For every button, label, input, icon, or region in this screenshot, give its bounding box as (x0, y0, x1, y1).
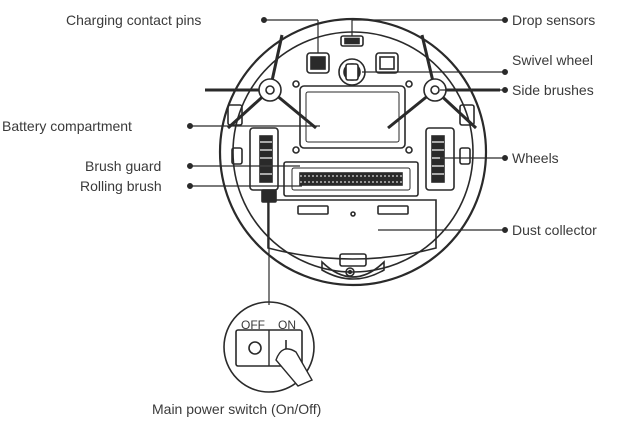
dust-collector (267, 199, 437, 260)
label-drop-sensors: Drop sensors (512, 12, 596, 28)
label-swivel-wheel: Swivel wheel (512, 52, 593, 68)
robot-body (218, 17, 488, 287)
label-side-brushes: Side brushes (512, 82, 594, 98)
label-rolling-brush: Rolling brush (80, 178, 162, 194)
switch-off-label: OFF (241, 318, 265, 332)
switch-on-label: ON (278, 318, 296, 332)
leader-lines (187, 17, 509, 305)
label-dust-collector: Dust collector (512, 222, 597, 238)
power-switch-zoom (223, 301, 315, 393)
charging-contact-pins (306, 52, 399, 74)
body-power-switch (261, 189, 277, 203)
label-charging-contact-pins: Charging contact pins (66, 12, 202, 28)
label-brush-guard: Brush guard (85, 158, 162, 174)
wheel-left (249, 127, 279, 191)
label-main-power-switch: Main power switch (On/Off) (152, 401, 322, 417)
side-brush-left (205, 34, 317, 130)
label-wheels: Wheels (512, 150, 559, 166)
wheel-right (425, 127, 455, 191)
battery-compartment (292, 80, 413, 154)
rolling-brush-assembly (283, 161, 419, 197)
label-battery-compartment: Battery compartment (2, 118, 132, 134)
side-brush-right (387, 34, 500, 130)
swivel-wheel (338, 58, 366, 86)
